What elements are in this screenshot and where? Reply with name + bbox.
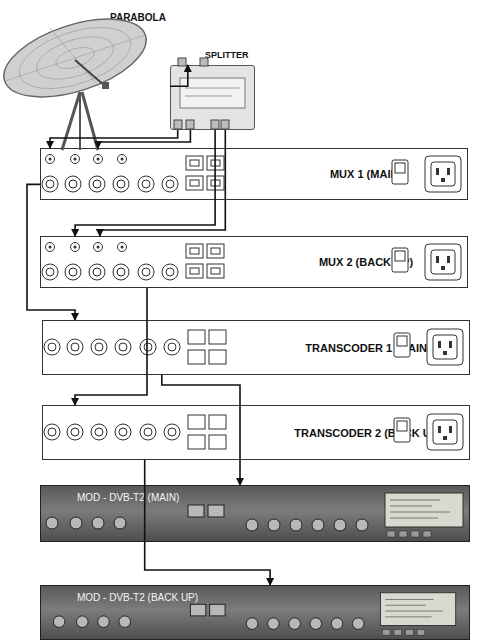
cable-connector [170, 65, 188, 86]
cable-connector [145, 460, 270, 585]
cable-connector [50, 130, 178, 148]
node-label: SPLITTER [205, 50, 249, 60]
cable-connector [98, 130, 190, 148]
rack-unit: MUX 2 (BACK UP) [40, 236, 468, 288]
splitter-box: SPLITTER [170, 65, 255, 130]
node-label: MOD - DVB-T2 (BACK UP) [77, 592, 198, 603]
mux-panel [42, 243, 461, 281]
cable-connector [162, 375, 240, 485]
modulator-panel [46, 493, 463, 537]
cable-connector [75, 288, 147, 405]
modulator-unit: MOD - DVB-T2 (MAIN) [40, 485, 470, 542]
modulator-unit: MOD - DVB-T2 (BACK UP) [40, 585, 470, 640]
node-label: MUX 2 (BACK UP) [281, 256, 451, 268]
transcoder-panel [44, 329, 463, 365]
parabola-dish [0, 4, 156, 150]
antenna-node: PARABOLA [0, 10, 170, 122]
cable-connector [75, 130, 215, 236]
rack-unit: MUX 1 (MAIN) [40, 148, 468, 200]
node-label: PARABOLA [110, 12, 166, 23]
node-label: TRANSCODER 2 (BACK UP) [283, 427, 453, 439]
cable-connector [100, 130, 225, 236]
transcoder-panel [44, 414, 463, 450]
node-label: MOD - DVB-T2 (MAIN) [77, 492, 179, 503]
splitter-device [174, 58, 245, 129]
cable-connector [27, 184, 75, 320]
node-label: TRANSCODER 1 (MAIN) [283, 342, 453, 354]
modulator-panel [53, 593, 455, 635]
mux-panel [42, 155, 461, 193]
rack-unit: TRANSCODER 1 (MAIN) [42, 320, 470, 375]
node-label: MUX 1 (MAIN) [281, 168, 451, 180]
rack-unit: TRANSCODER 2 (BACK UP) [42, 405, 470, 460]
